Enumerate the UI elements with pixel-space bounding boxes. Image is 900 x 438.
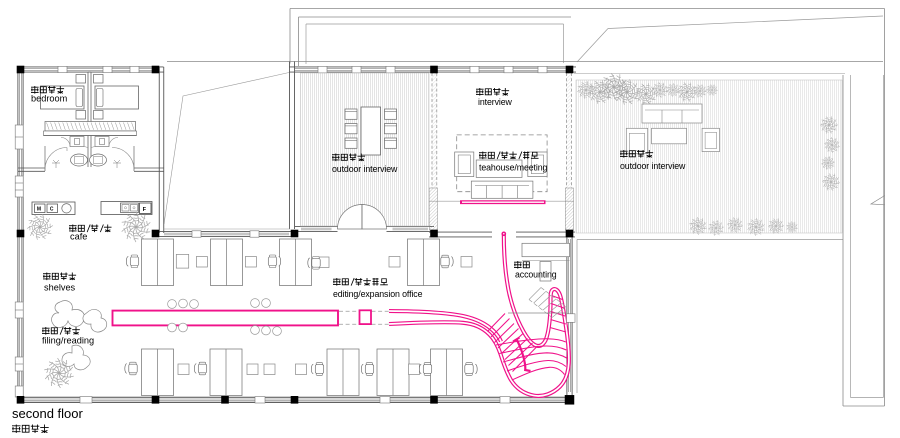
svg-text:bedroom: bedroom	[31, 94, 68, 104]
svg-text:teahouse/meeting: teahouse/meeting	[479, 163, 548, 173]
svg-text:editing/expansion office: editing/expansion office	[333, 289, 423, 299]
svg-text:filing/reading: filing/reading	[42, 336, 94, 346]
svg-text:F: F	[143, 207, 147, 213]
svg-text:interview: interview	[478, 97, 513, 107]
svg-text:cafe: cafe	[70, 232, 87, 242]
svg-text:C: C	[50, 207, 54, 213]
svg-text:shelves: shelves	[44, 283, 76, 293]
svg-text:M: M	[37, 207, 41, 213]
svg-text:second floor: second floor	[12, 406, 83, 421]
svg-text:accounting: accounting	[515, 270, 557, 280]
svg-text:outdoor interview: outdoor interview	[620, 161, 686, 171]
svg-text:outdoor interview: outdoor interview	[332, 164, 398, 174]
